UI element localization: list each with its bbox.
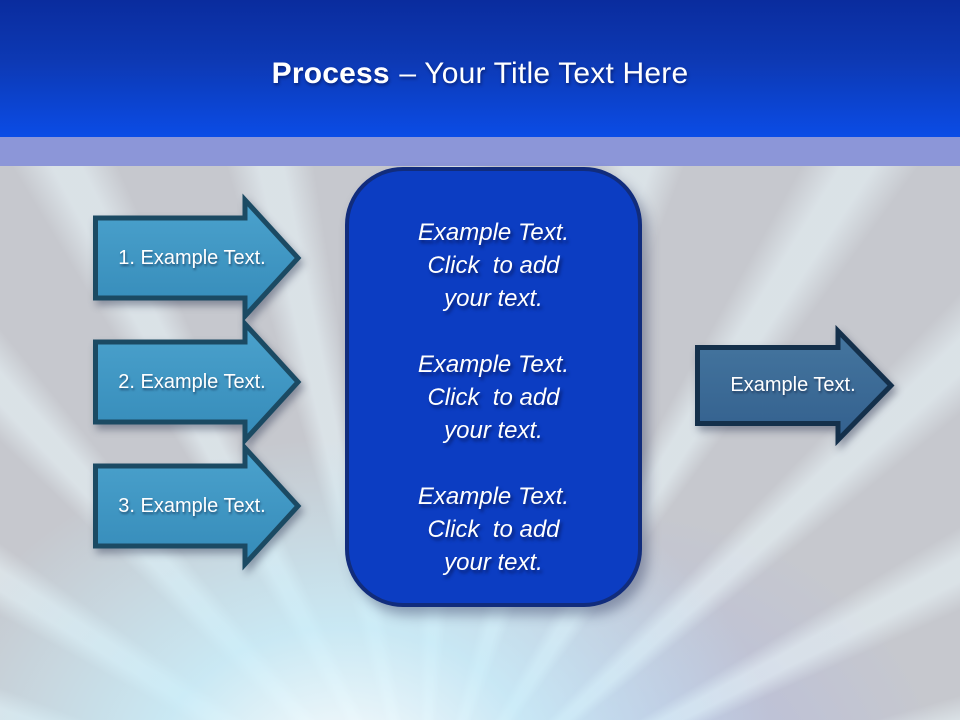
title-keyword: Process xyxy=(271,57,390,90)
process-detail-box[interactable]: Example Text. Click to add your text. Ex… xyxy=(345,167,642,607)
step-arrow-1[interactable]: 1. Example Text. xyxy=(93,193,303,323)
slide-header: Process – Your Title Text Here xyxy=(0,0,960,137)
step-1-label: 1. Example Text. xyxy=(118,246,266,269)
right-arrow-shape-icon xyxy=(695,324,895,447)
arrow-polygon xyxy=(93,193,302,323)
step-2-label: 2. Example Text. xyxy=(118,370,266,393)
text-line: Example Text. xyxy=(417,218,570,246)
text-line: Click to add xyxy=(427,515,560,543)
right-arrow-shape-icon xyxy=(93,193,302,323)
arrow-polygon xyxy=(695,324,895,447)
text-line: your text. xyxy=(444,284,543,312)
text-line: Click to add xyxy=(427,383,560,411)
text-line: your text. xyxy=(444,548,543,576)
arrow-polygon xyxy=(93,441,302,571)
text-line: Click to add xyxy=(427,251,560,279)
header-accent-band xyxy=(0,137,960,166)
right-arrow-shape-icon xyxy=(93,317,302,447)
text-line: Example Text. xyxy=(417,350,570,378)
result-arrow-label: Example Text. xyxy=(730,374,856,396)
step-arrow-2[interactable]: 2. Example Text. xyxy=(93,317,303,447)
text-block-2[interactable]: Example Text. Click to add your text. xyxy=(418,348,569,447)
step-3-label: 3. Example Text. xyxy=(118,494,266,517)
text-line: Example Text. xyxy=(417,482,570,510)
text-block-3[interactable]: Example Text. Click to add your text. xyxy=(418,480,569,579)
arrow-polygon xyxy=(93,317,302,447)
title-text: – Your Title Text Here xyxy=(399,57,689,90)
right-arrow-shape-icon xyxy=(93,441,302,571)
step-arrow-3[interactable]: 3. Example Text. xyxy=(93,441,303,571)
text-line: your text. xyxy=(444,416,543,444)
slide-title[interactable]: Process – Your Title Text Here xyxy=(272,46,689,91)
text-block-1[interactable]: Example Text. Click to add your text. xyxy=(418,216,569,315)
result-arrow[interactable]: Example Text. xyxy=(695,324,895,447)
